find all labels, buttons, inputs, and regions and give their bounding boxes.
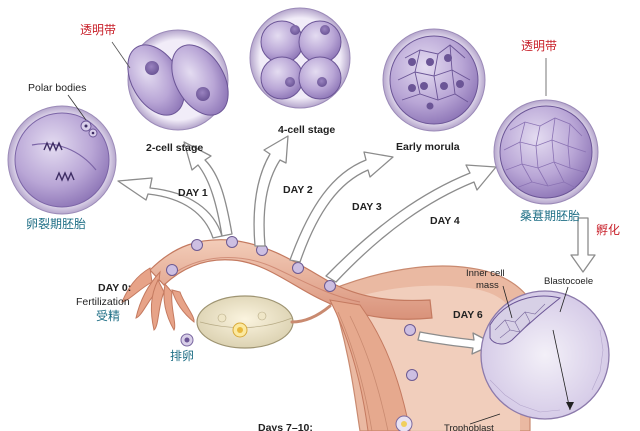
label-day1: DAY 1 xyxy=(178,187,208,199)
tube-embryos xyxy=(166,236,418,381)
label-trophoblast: Trophoblast xyxy=(444,423,494,431)
label-two-cell: 2-cell stage xyxy=(146,142,203,154)
stage-arrows xyxy=(117,135,596,355)
label-cleavage-embryo: 卵裂期胚胎 xyxy=(26,217,86,231)
cleavage-embryo xyxy=(7,94,117,215)
label-inner-cell: Inner cell xyxy=(466,268,505,279)
label-day3: DAY 3 xyxy=(352,201,382,213)
labels: Polar bodies 透明带 透明带 2-cell stage 4-cell… xyxy=(26,23,620,431)
morula-embryo xyxy=(493,99,599,205)
label-blastocoele: Blastocoele xyxy=(544,276,593,287)
fimbriae xyxy=(121,267,195,331)
label-days-7-10: Days 7–10: xyxy=(258,422,313,431)
uterus-tube-illustration xyxy=(121,239,531,431)
two-cell-embryo xyxy=(127,29,229,131)
label-zona-right: 透明带 xyxy=(521,39,557,53)
ovary xyxy=(196,295,294,349)
label-day2: DAY 2 xyxy=(283,184,313,196)
label-fertilization: Fertilization xyxy=(76,296,130,308)
label-day0: DAY 0: xyxy=(98,282,131,294)
label-leaders xyxy=(111,41,547,96)
early-morula-embryo xyxy=(382,28,486,132)
label-day6: DAY 6 xyxy=(453,309,483,321)
label-polar-bodies: Polar bodies xyxy=(28,82,86,94)
label-ovulation-cn: 排卵 xyxy=(170,349,194,363)
label-early-morula: Early morula xyxy=(396,141,460,153)
implanting-embryo xyxy=(395,415,413,431)
label-day4: DAY 4 xyxy=(430,215,460,227)
label-morula-embryo: 桑葚期胚胎 xyxy=(520,209,580,223)
label-zona-left: 透明带 xyxy=(80,23,116,37)
four-cell-embryo xyxy=(249,7,351,109)
label-fertilization-cn: 受精 xyxy=(96,309,120,323)
label-inner-cell-mass: mass xyxy=(476,280,499,291)
label-hatching: 孵化 xyxy=(596,223,620,237)
label-four-cell: 4-cell stage xyxy=(278,124,335,136)
blastocyst xyxy=(469,285,610,425)
